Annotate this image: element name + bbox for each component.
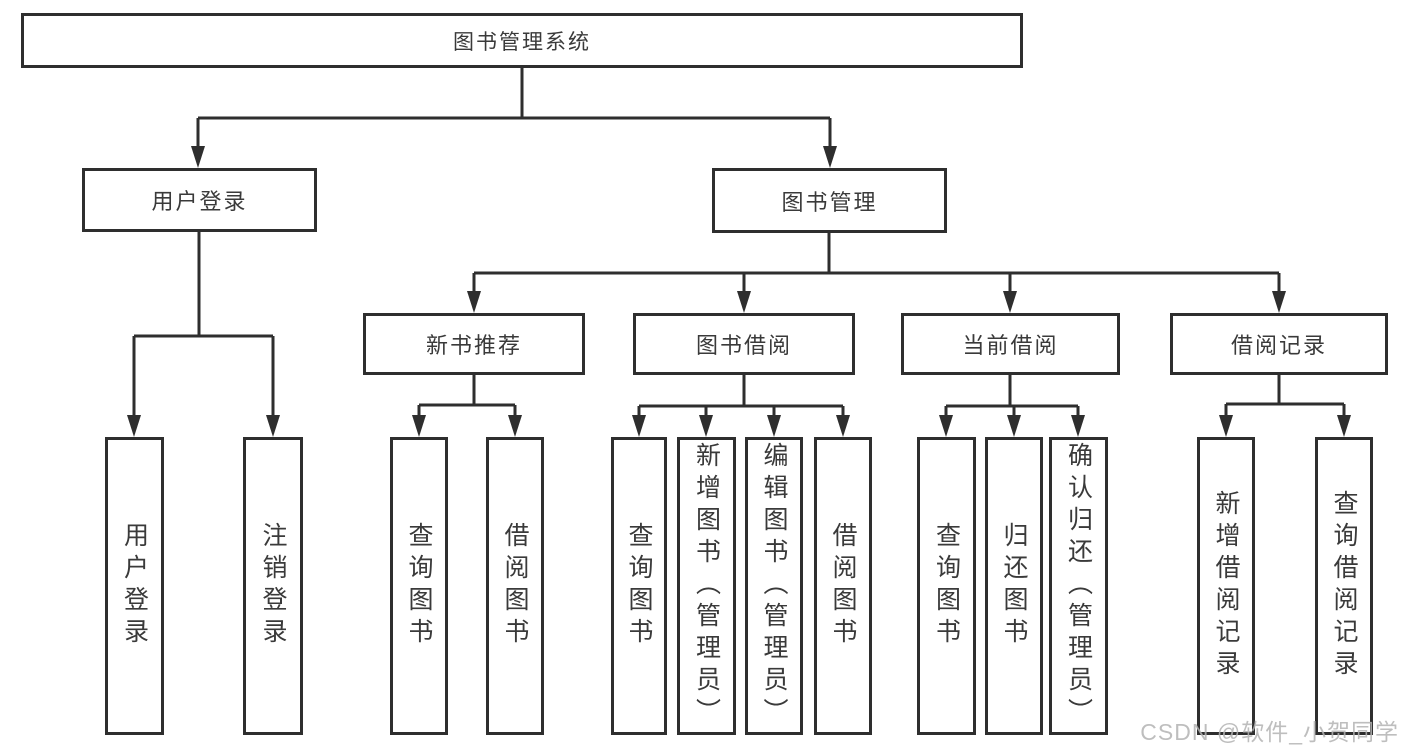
leaf-logout: 注销登录	[243, 437, 303, 735]
leaf-current-return-books: 归还图书	[985, 437, 1043, 735]
leaf-newbook-query-books: 查询图书	[390, 437, 448, 735]
node-root-system: 图书管理系统	[21, 13, 1023, 68]
leaf-borrow-query-books: 查询图书	[611, 437, 667, 735]
leaf-current-query-books: 查询图书	[917, 437, 976, 735]
leaf-newbook-borrow-books: 借阅图书	[486, 437, 544, 735]
node-book-management-branch: 图书管理	[712, 168, 947, 233]
leaf-borrow-edit-books-admin: 编辑图书（管理员）	[745, 437, 803, 735]
leaf-user-login: 用户登录	[105, 437, 164, 735]
leaf-borrow-add-books-admin: 新增图书（管理员）	[677, 437, 736, 735]
leaf-current-confirm-return-admin: 确认归还（管理员）	[1049, 437, 1108, 735]
node-book-borrow: 图书借阅	[633, 313, 855, 375]
node-user-login-branch: 用户登录	[82, 168, 317, 232]
leaf-record-add-borrow-record: 新增借阅记录	[1197, 437, 1255, 735]
csdn-watermark: CSDN @软件_小贺同学	[1140, 719, 1399, 745]
node-new-book-recommend: 新书推荐	[363, 313, 585, 375]
leaf-record-query-borrow-record: 查询借阅记录	[1315, 437, 1373, 735]
node-current-borrow: 当前借阅	[901, 313, 1120, 375]
leaf-borrow-borrow-books: 借阅图书	[814, 437, 872, 735]
node-borrow-record: 借阅记录	[1170, 313, 1388, 375]
